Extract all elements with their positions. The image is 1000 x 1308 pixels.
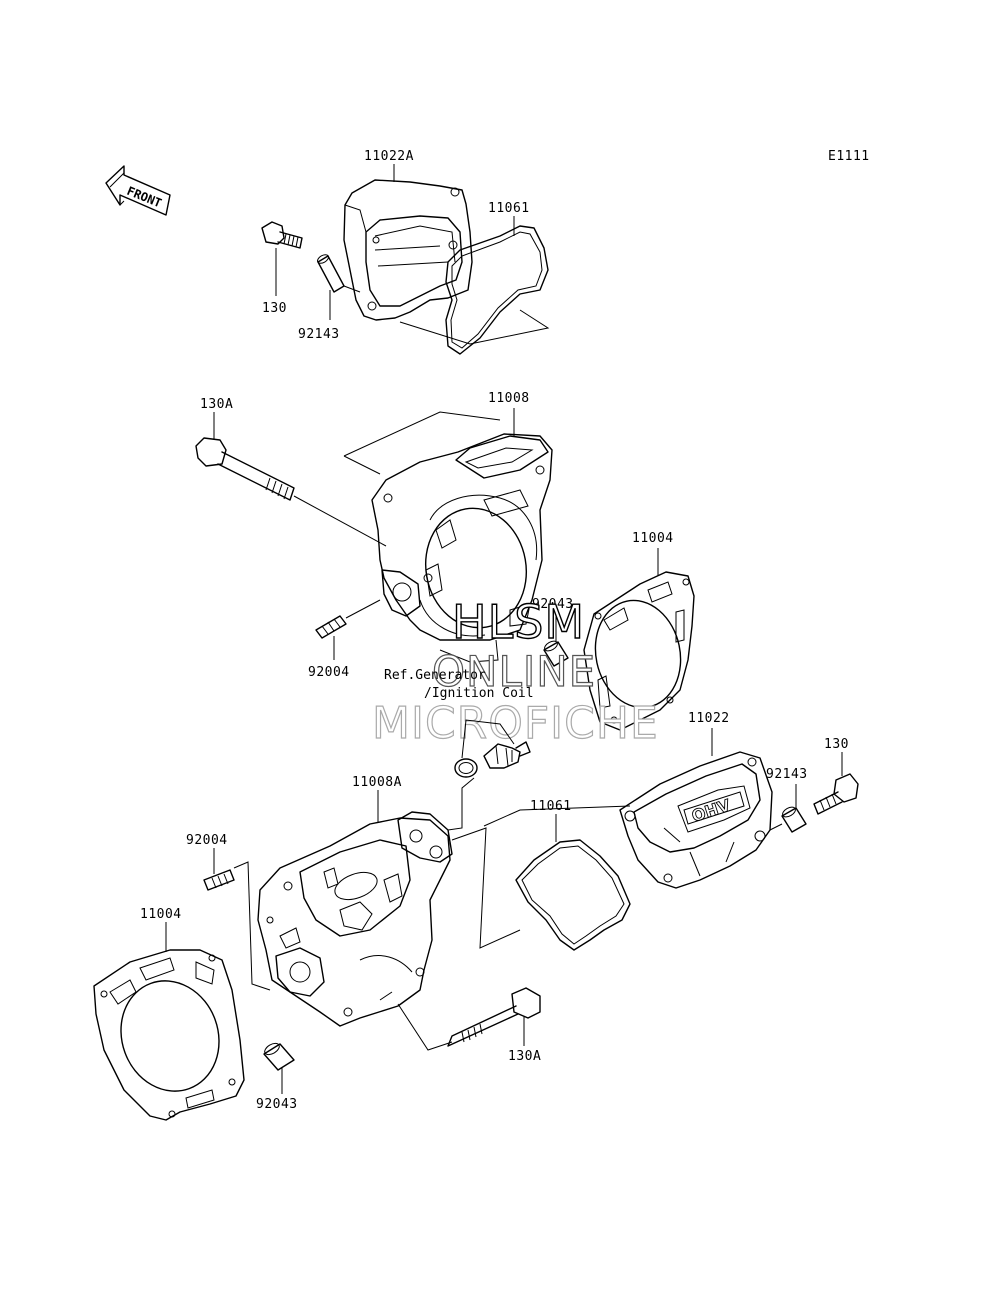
leader-line — [461, 719, 515, 759]
label-92043-top: 92043 — [532, 597, 574, 612]
label-92004-bottom: 92004 — [186, 833, 228, 848]
head-gasket-right — [583, 571, 695, 731]
head-gasket-left — [93, 949, 245, 1121]
watermark-line-3: MICROFICHE — [372, 698, 659, 749]
label-92043-bottom: 92043 — [256, 1097, 298, 1112]
bolt-130-right — [813, 773, 859, 815]
label-11008: 11008 — [488, 391, 530, 406]
leader-line — [397, 1003, 453, 1051]
label-130-top: 130 — [262, 301, 287, 316]
leader-line — [399, 309, 550, 345]
leader-line — [233, 861, 271, 991]
label-11004-right: 11004 — [632, 531, 674, 546]
head-cover-gasket-upper — [445, 225, 549, 355]
front-arrow-label: FRONT — [125, 184, 164, 211]
cylinder-head-cover-lower: OHV — [619, 751, 773, 889]
stud-92004-top — [315, 615, 347, 639]
leader-line — [293, 495, 387, 547]
leader-line — [447, 777, 475, 831]
watermark-line-1: HLSM — [452, 595, 585, 649]
reference-note-line-2: /Ignition Coil — [424, 686, 534, 701]
watermark-line-2: ONLINE — [432, 647, 596, 696]
leader-line — [343, 455, 381, 475]
label-11022: 11022 — [688, 711, 730, 726]
sensor-plug — [483, 741, 531, 769]
long-bolt-130A-top — [195, 437, 295, 501]
label-92143-top: 92143 — [298, 327, 340, 342]
label-130A-bottom: 130A — [508, 1049, 541, 1064]
leader-line — [769, 823, 783, 831]
label-11008A: 11008A — [352, 775, 402, 790]
head-cover-gasket-lower — [515, 839, 631, 951]
stud-92004-bottom — [203, 869, 235, 891]
label-11061-top: 11061 — [488, 201, 530, 216]
dowel-pin-92143-right — [781, 806, 807, 833]
label-92143-right: 92143 — [766, 767, 808, 782]
leader-line — [483, 805, 631, 827]
label-11061-bottom: 11061 — [530, 799, 572, 814]
diagram-code: E1111 — [828, 149, 870, 164]
bolt-130-top — [261, 221, 303, 249]
watermark: HLSM ONLINE MICROFICHE — [371, 594, 659, 749]
o-ring — [454, 758, 478, 778]
cylinder-head-cover-upper — [343, 179, 473, 321]
label-11022A: 11022A — [364, 149, 414, 164]
leader-line — [451, 827, 521, 949]
reference-note-line-1: Ref.Generator — [384, 668, 486, 683]
dowel-pin-92043-bottom — [263, 1042, 295, 1071]
cylinder-head-lower — [257, 811, 453, 1027]
dowel-pin-92043-top — [543, 640, 569, 667]
leader-line — [343, 411, 501, 457]
cover-badge: OHV — [683, 791, 745, 826]
cover-badge-text: OHV — [689, 795, 733, 825]
label-11004-left: 11004 — [140, 907, 182, 922]
label-92004-top: 92004 — [308, 665, 350, 680]
long-bolt-130A-bottom — [447, 987, 541, 1047]
label-130-right: 130 — [824, 737, 849, 752]
leader-line — [345, 599, 381, 619]
dowel-pin-92143-top — [317, 254, 361, 293]
front-arrow-icon: FRONT — [105, 165, 171, 216]
label-130A-top: 130A — [200, 397, 233, 412]
cylinder-head-upper — [371, 433, 553, 663]
